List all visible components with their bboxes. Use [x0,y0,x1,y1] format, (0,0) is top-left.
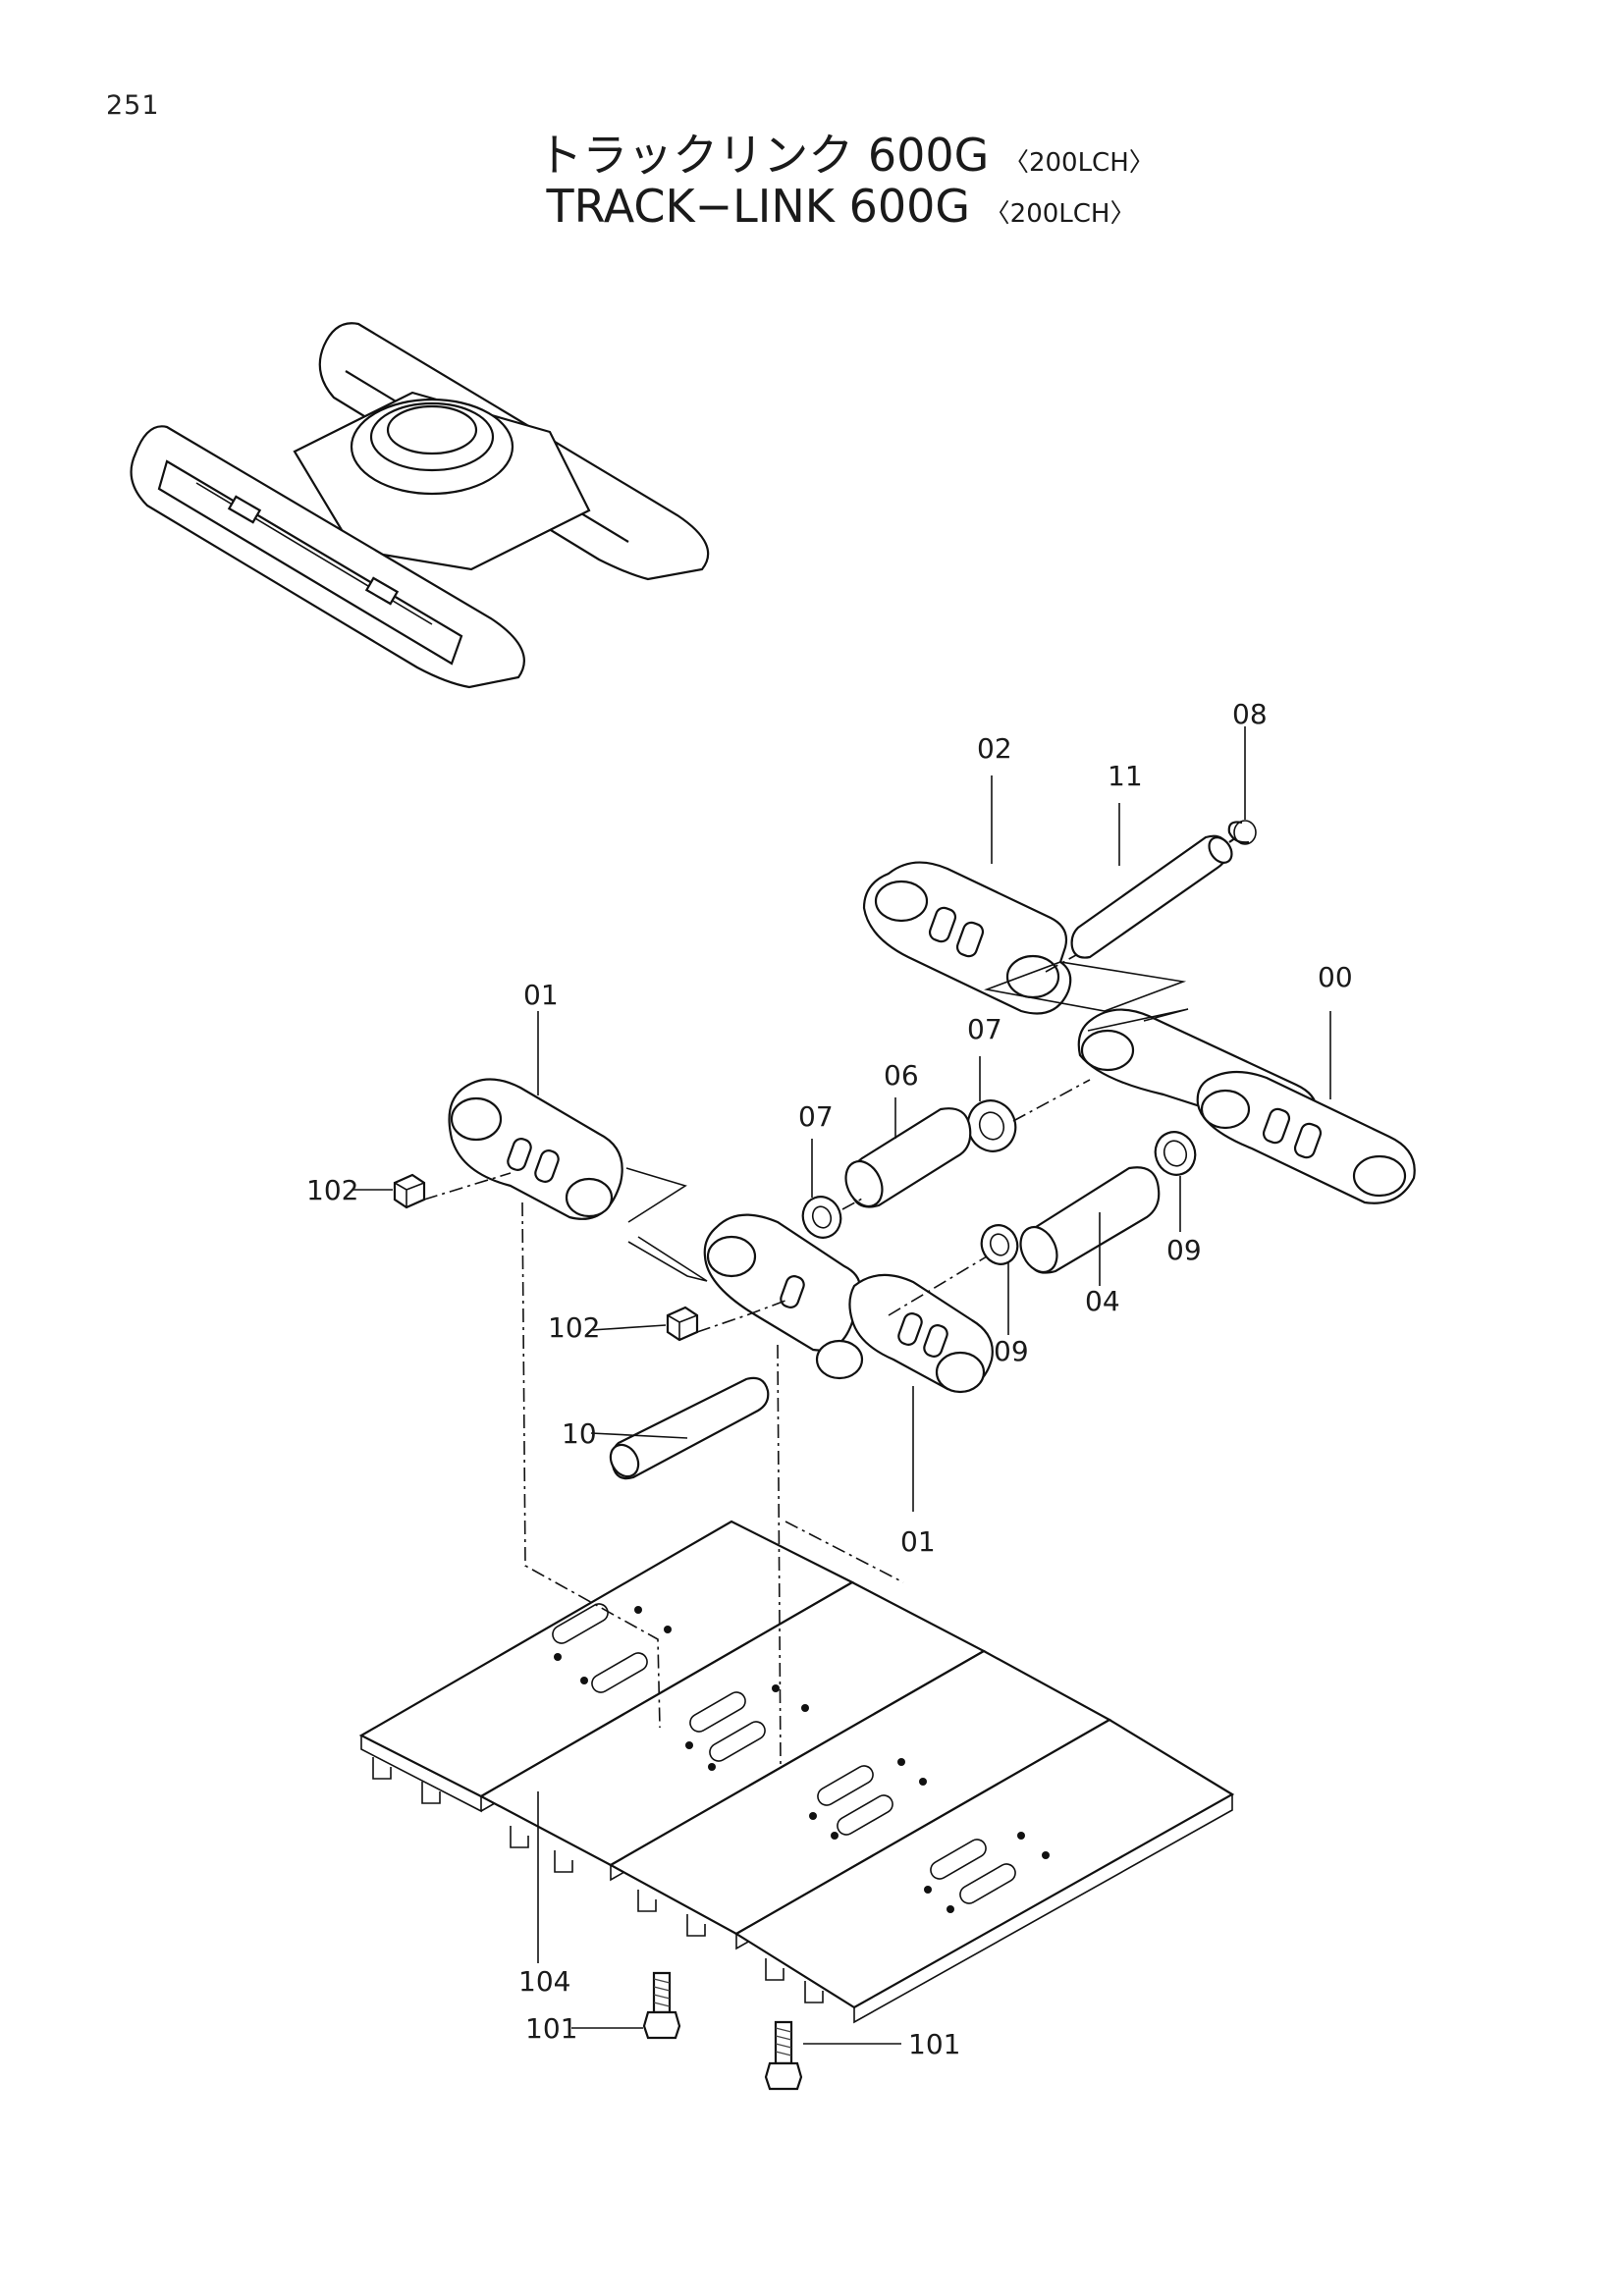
part-08-snap-ring [1227,820,1257,845]
callout-01-lower: 01 [900,1525,936,1558]
callout-102-lower: 102 [548,1311,600,1344]
contact-plane-01-lower [627,1236,708,1282]
assembly-centerlines [423,1079,1091,1768]
undercarriage-overview [130,322,710,689]
callout-08: 08 [1232,698,1268,730]
center-frame [293,391,591,571]
part-06-bushing [844,1107,972,1208]
part-102-nut-lower [666,1306,699,1342]
page-number: 251 [106,90,160,121]
title-jp-text: トラックリンク 600G [537,129,990,182]
title-japanese: トラックリンク 600G 〈200LCH〉 [0,120,1623,185]
callout-09-left: 09 [994,1335,1029,1367]
part-04-bushing [1019,1166,1161,1274]
track-frame-front [130,425,525,689]
part-00-link-right [1077,1008,1416,1204]
callout-04: 04 [1085,1285,1120,1317]
contact-plane-02 [984,961,1187,1012]
callout-07-right: 07 [967,1013,1002,1045]
part-102-nut-upper [393,1173,426,1209]
part-01-link-upper-left [448,1078,623,1220]
callout-101-left: 101 [525,2012,577,2045]
callout-102-upper: 102 [306,1174,358,1206]
part-10-pin [609,1376,770,1480]
title-en-model: 〈200LCH〉 [984,199,1136,229]
part-104-track-shoes [358,1520,1235,2024]
part-07-washer-left [801,1196,842,1239]
title-english: TRACK−LINK 600G 〈200LCH〉 [0,180,1623,233]
callout-07-left: 07 [798,1100,834,1133]
title-jp-model: 〈200LCH〉 [1002,148,1155,178]
callout-06: 06 [884,1059,919,1092]
callout-leaders [352,726,1331,2045]
callout-09-right: 09 [1166,1234,1202,1266]
callout-02: 02 [977,732,1012,765]
part-01-link-lower-center [703,1213,994,1394]
title-en-text: TRACK−LINK 600G [546,180,971,233]
callout-101-right: 101 [908,2028,960,2060]
callout-10: 10 [562,1417,597,1450]
callout-labels: 08 02 11 00 01 07 06 07 102 09 04 102 09… [306,698,1353,2060]
callout-01-upper: 01 [523,979,559,1011]
part-09-seal-left [980,1224,1019,1265]
part-101-bolt-left [642,1971,681,2040]
callout-11: 11 [1108,760,1143,792]
part-11-pin [1070,834,1240,959]
contact-plane-01-upper [625,1167,687,1223]
callout-00: 00 [1318,961,1353,993]
callout-104: 104 [518,1965,570,1998]
part-101-bolt-right [764,2020,803,2091]
part-09-seal-right [1154,1131,1197,1176]
part-02-link-upper [862,861,1086,1015]
